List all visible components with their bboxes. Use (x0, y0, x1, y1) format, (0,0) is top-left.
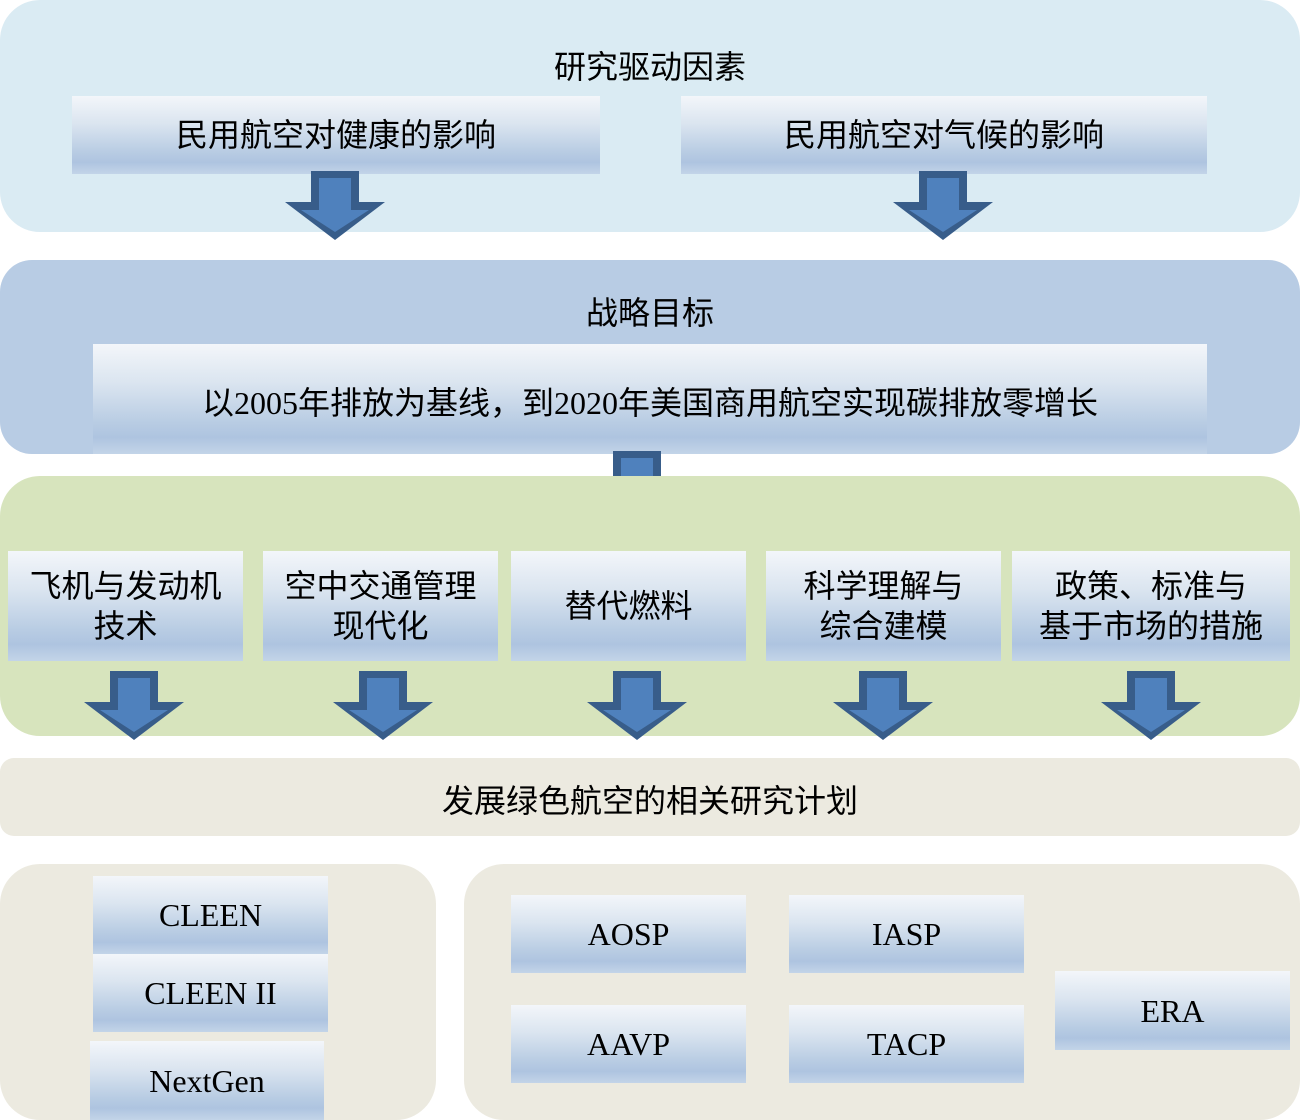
research-drivers-title: 研究驱动因素 (553, 49, 746, 85)
program-iasp-box: IASP (789, 895, 1024, 973)
down-arrow-icon (831, 670, 935, 742)
area-label-line1: 飞机与发动机 (29, 568, 222, 604)
area-label-line1: 政策、标准与 (1054, 568, 1247, 604)
program-label: CLEEN (158, 897, 263, 933)
program-label: CLEEN II (144, 975, 277, 1011)
program-label: TACP (866, 1026, 947, 1062)
program-label: IASP (871, 916, 942, 952)
down-arrow-icon (82, 670, 186, 742)
driver-health-label: 民用航空对健康的影响 (175, 117, 496, 153)
strategic-goal-title: 战略目标 (585, 295, 714, 331)
program-cleen-ii-box: CLEEN II (93, 954, 328, 1032)
program-tacp-box: TACP (789, 1005, 1024, 1083)
programs-title: 发展绿色航空的相关研究计划 (441, 783, 858, 819)
area-label-line2: 技术 (93, 608, 158, 644)
down-arrow-icon (891, 170, 995, 242)
strategic-goal-statement: 以2005年排放为基线，到2020年美国商用航空实现碳排放零增长 (201, 385, 1098, 421)
program-nextgen-box: NextGen (90, 1041, 324, 1120)
driver-health-box: 民用航空对健康的影响 (72, 96, 600, 174)
down-arrow-icon (283, 170, 387, 242)
area-label-line1: 空中交通管理 (284, 568, 477, 604)
area-label-line2: 现代化 (332, 608, 429, 644)
area-alt-fuels-box: 替代燃料 (511, 551, 746, 661)
area-atm-box: 空中交通管理现代化 (263, 551, 498, 661)
program-aosp-box: AOSP (511, 895, 746, 973)
program-cleen-box: CLEEN (93, 876, 328, 954)
area-aircraft-engine-box: 飞机与发动机技术 (8, 551, 243, 661)
down-arrow-icon (1099, 670, 1203, 742)
down-arrow-icon (331, 670, 435, 742)
driver-climate-label: 民用航空对气候的影响 (783, 117, 1104, 153)
area-label-line1: 替代燃料 (564, 588, 693, 624)
strategic-goal-box: 以2005年排放为基线，到2020年美国商用航空实现碳排放零增长 (93, 344, 1207, 454)
program-aavp-box: AAVP (511, 1005, 746, 1083)
area-label-line1: 科学理解与 (803, 568, 964, 604)
program-era-box: ERA (1055, 971, 1290, 1050)
program-label: AOSP (587, 916, 670, 952)
program-label: AAVP (587, 1026, 670, 1062)
driver-climate-box: 民用航空对气候的影响 (681, 96, 1207, 174)
program-label: ERA (1140, 992, 1205, 1029)
program-label: NextGen (149, 1062, 265, 1099)
down-arrow-icon (585, 670, 689, 742)
area-label-line2: 基于市场的措施 (1038, 608, 1263, 644)
programs-title-panel (0, 758, 1300, 836)
area-policy-box: 政策、标准与基于市场的措施 (1012, 551, 1290, 661)
area-science-modeling-box: 科学理解与综合建模 (766, 551, 1001, 661)
area-label-line2: 综合建模 (819, 608, 948, 644)
